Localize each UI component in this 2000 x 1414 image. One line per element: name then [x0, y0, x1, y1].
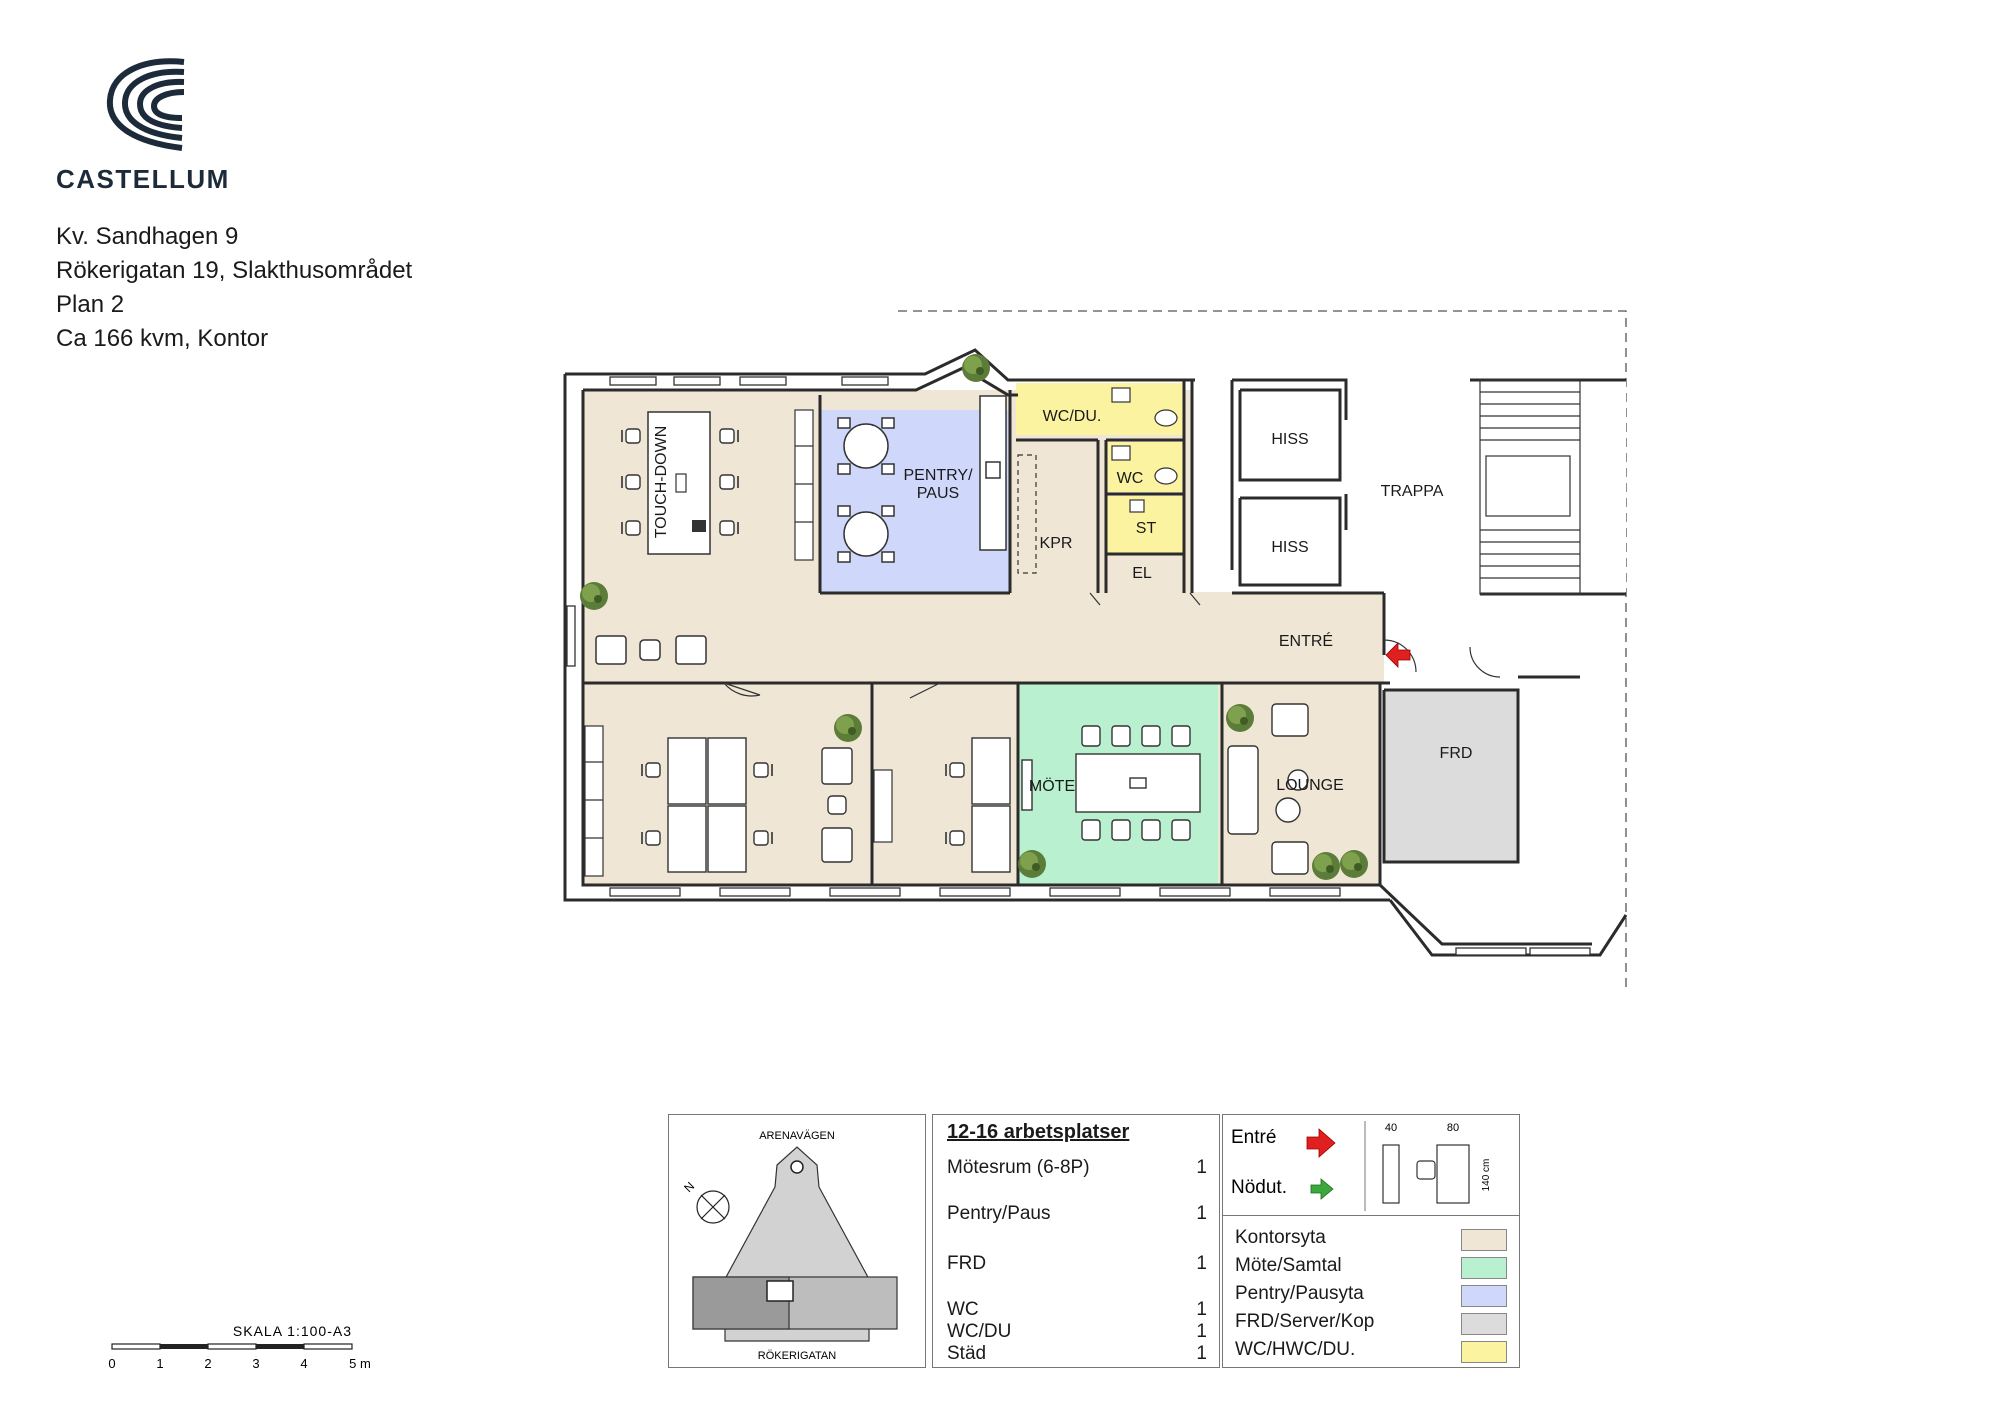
summary-row-label: Pentry/Paus — [947, 1203, 1051, 1224]
room-label-st: ST — [1136, 520, 1157, 537]
dim-40-label: 40 — [1385, 1122, 1397, 1134]
legend-label: WC/HWC/DU. — [1235, 1339, 1356, 1360]
scale-tick: 3 — [252, 1356, 259, 1371]
summary-row-label: WC/DU — [947, 1321, 1012, 1342]
legend-row: WC/HWC/DU. — [1235, 1339, 1507, 1363]
dim-80-label: 80 — [1447, 1122, 1459, 1134]
summary-row: Pentry/Paus 1 — [947, 1203, 1207, 1225]
street-label-bottom: RÖKERIGATAN — [758, 1350, 836, 1362]
emergency-exit-arrow-icon — [1310, 1178, 1334, 1200]
scale-tick: 5 m — [349, 1356, 371, 1371]
summary-row-label: FRD — [947, 1253, 987, 1274]
cabinets — [584, 409, 1037, 877]
symbol-nodut-label: Nödut. — [1231, 1177, 1287, 1198]
meeting-table — [1021, 725, 1201, 841]
summary-title: 12-16 arbetsplatser — [947, 1121, 1130, 1143]
entry-arrow-icon — [1306, 1128, 1336, 1158]
summary-row-label: Städ — [947, 1343, 987, 1364]
lounge-furniture — [1227, 703, 1309, 875]
summary-row: Mötesrum (6-8P) 1 — [947, 1157, 1207, 1179]
frd-area — [1384, 690, 1518, 862]
legend-label: Pentry/Pausyta — [1235, 1283, 1364, 1304]
summary-row-count: 1 — [1196, 1203, 1207, 1224]
desks — [667, 737, 1011, 873]
summary-row: WC/DU 1 — [947, 1321, 1207, 1343]
room-label-lounge: LOUNGE — [1276, 777, 1344, 794]
dim-140-label: 140 cm — [1481, 1159, 1492, 1192]
north-label: N — [681, 1179, 697, 1195]
address-line: Ca 166 kvm, Kontor — [56, 325, 269, 352]
summary-row: Städ 1 — [947, 1343, 1207, 1365]
room-label-wcdu: WC/DU. — [1043, 408, 1102, 425]
room-label-el: EL — [1132, 565, 1152, 582]
floor-plan: TOUCH-DOWN PENTRY/ PAUS KPR WC/DU. WC ST… — [563, 310, 1628, 992]
legend-row: Pentry/Pausyta — [1235, 1283, 1507, 1307]
scale-label: SKALA 1:100-A3 — [233, 1323, 352, 1339]
room-label-trappa: TRAPPA — [1381, 483, 1444, 500]
pentry-tables — [837, 395, 1007, 563]
room-label-frd: FRD — [1440, 745, 1473, 762]
room-label-mote: MÖTE — [1029, 777, 1075, 795]
address-line: Rökerigatan 19, Slakthusområdet — [56, 257, 413, 284]
summary-row-count: 1 — [1196, 1321, 1207, 1342]
scale-bar: SKALA 1:100-A3 0 1 2 3 4 5 m — [108, 1323, 371, 1371]
legend-row: Möte/Samtal — [1235, 1255, 1507, 1279]
castellum-logo-icon — [106, 58, 185, 151]
room-label-entre: ENTRÉ — [1279, 631, 1333, 650]
wc-area — [1106, 496, 1184, 554]
symbol-key: Entré Nödut. 40 80 140 cm — [1231, 1121, 1492, 1211]
legend-swatch — [1461, 1313, 1507, 1335]
legend-divider — [1223, 1215, 1519, 1216]
legend-label: FRD/Server/Kop — [1235, 1311, 1375, 1332]
summary-row: WC 1 — [947, 1299, 1207, 1321]
summary-row: FRD 1 — [947, 1253, 1207, 1275]
site-key-map: ARENAVÄGEN RÖKERIGATAN N — [681, 1130, 898, 1362]
legend-swatch — [1461, 1257, 1507, 1279]
doors — [723, 592, 1501, 699]
room-label-wc: WC — [1117, 470, 1144, 487]
scale-tick: 2 — [204, 1356, 211, 1371]
north-arrow-icon: N — [681, 1179, 730, 1224]
street-label-top: ARENAVÄGEN — [759, 1130, 835, 1142]
room-label-hiss-1: HISS — [1271, 431, 1308, 448]
room-label-pentry-2: PAUS — [917, 485, 959, 502]
touchdown-table — [621, 411, 739, 555]
wc-area — [1016, 383, 1184, 435]
legend-row: Kontorsyta — [1235, 1227, 1507, 1251]
room-summary-panel: 12-16 arbetsplatser Mötesrum (6-8P) 1 Pe… — [932, 1114, 1220, 1368]
color-legend-panel: Entré Nödut. 40 80 140 cm Kontorsyta Möt… — [1222, 1114, 1520, 1368]
legend-swatch — [1461, 1341, 1507, 1363]
room-label-touchdown: TOUCH-DOWN — [653, 426, 670, 539]
scale-tick: 1 — [156, 1356, 163, 1371]
entry-arrow-icon — [1385, 642, 1411, 668]
legend-label: Kontorsyta — [1235, 1227, 1326, 1248]
legend-label: Möte/Samtal — [1235, 1255, 1342, 1276]
windows — [566, 376, 1591, 956]
summary-row-label: Mötesrum (6-8P) — [947, 1157, 1090, 1178]
brand-name: CASTELLUM — [56, 164, 230, 194]
address-line: Plan 2 — [56, 291, 125, 318]
room-label-hiss-2: HISS — [1271, 539, 1308, 556]
corridor-seating — [595, 635, 707, 665]
legend-swatch — [1461, 1285, 1507, 1307]
legend-swatch — [1461, 1229, 1507, 1251]
room-label-kpr: KPR — [1040, 535, 1073, 552]
address-line: Kv. Sandhagen 9 — [56, 223, 239, 250]
summary-row-count: 1 — [1196, 1299, 1207, 1320]
legend-row: FRD/Server/Kop — [1235, 1311, 1507, 1335]
summary-row-count: 1 — [1196, 1157, 1207, 1178]
walls — [563, 348, 1628, 957]
summary-row-count: 1 — [1196, 1253, 1207, 1274]
wc-fixtures — [1111, 387, 1178, 513]
building-outline — [898, 310, 1627, 992]
key-map-panel: ARENAVÄGEN RÖKERIGATAN N — [668, 1114, 926, 1368]
summary-row-count: 1 — [1196, 1343, 1207, 1364]
staircase — [1479, 379, 1581, 595]
symbol-entre-label: Entré — [1231, 1127, 1276, 1148]
scale-tick: 0 — [108, 1356, 115, 1371]
address-block: Kv. Sandhagen 9 Rökerigatan 19, Slakthus… — [56, 220, 412, 356]
room-label-pentry: PENTRY/ — [903, 467, 973, 484]
summary-row-label: WC — [947, 1299, 979, 1320]
scale-tick: 4 — [300, 1356, 307, 1371]
